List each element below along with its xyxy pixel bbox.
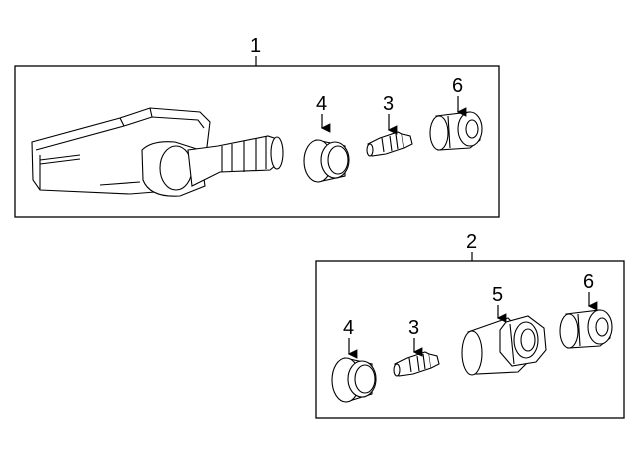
- grommet-b: [331, 357, 377, 403]
- valve-core-b: [393, 351, 446, 377]
- valve-core-a: [366, 131, 419, 157]
- valve-cap-b: [559, 309, 613, 349]
- grommet-a: [303, 139, 350, 183]
- assembly-1: 1: [14, 35, 500, 218]
- assembly-2-box: [315, 260, 625, 419]
- valve-cap-a: [429, 111, 483, 151]
- callout-3-a: 3: [383, 93, 394, 115]
- assembly-1-box: [14, 65, 500, 218]
- assembly-2: 2 4 3: [315, 231, 625, 419]
- callout-6-a: 6: [452, 75, 463, 97]
- callout-3-b: 3: [408, 317, 419, 339]
- tpms-sensor: [31, 107, 284, 197]
- callout-2: 2: [466, 231, 477, 253]
- callout-4-b: 4: [343, 317, 354, 339]
- callout-5: 5: [492, 284, 503, 306]
- callout-6-b: 6: [583, 271, 594, 293]
- callout-4-a: 4: [316, 93, 327, 115]
- callout-1: 1: [250, 35, 261, 57]
- valve-nut: [461, 315, 547, 376]
